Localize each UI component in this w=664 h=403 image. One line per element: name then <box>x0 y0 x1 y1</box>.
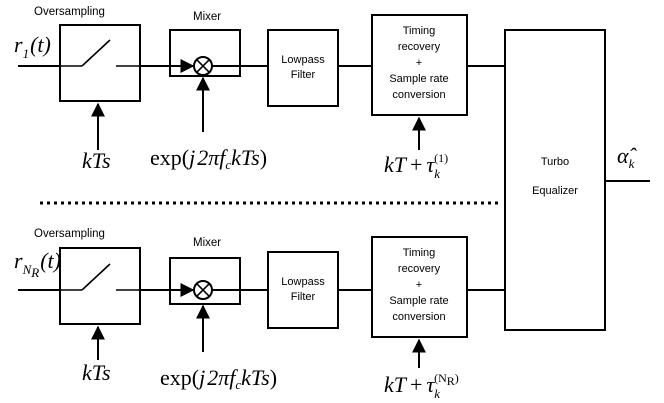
upper-timing-block <box>371 14 468 116</box>
upper-timing-line3: + <box>416 57 422 69</box>
lower-timing-block <box>371 236 468 338</box>
output-symbol-label: α̂k <box>617 143 638 171</box>
upper-multiplier-icon <box>193 56 213 76</box>
upper-branch: r1(t) Oversampling kTs Mixer exp(j2πfckT… <box>14 6 505 181</box>
lower-mixer-input-expr: exp(j2πfckTs) <box>160 365 277 392</box>
upper-sampling-clock: kTs <box>82 148 111 173</box>
lower-input-label: rNR(t) <box>14 248 61 280</box>
upper-timing-line5: conversion <box>392 89 445 101</box>
upper-oversampling-label: Oversampling <box>34 6 105 18</box>
lower-lowpass-line1: Lowpass <box>281 276 325 288</box>
turbo-equalizer: Turbo Equalizer α̂k <box>504 29 650 331</box>
upper-switch-icon <box>60 39 140 67</box>
upper-timing-line2: recovery <box>398 41 441 53</box>
upper-lowpass-block <box>267 29 339 107</box>
upper-timing-input-expr: kT+τk(1) <box>384 151 448 181</box>
upper-mixer-input-expr: exp(j2πfckTs) <box>150 145 267 172</box>
lower-timing-line2: recovery <box>398 263 441 275</box>
turbo-equalizer-block <box>504 29 606 331</box>
lower-mixer-label: Mixer <box>193 237 221 249</box>
lower-oversampling-label: Oversampling <box>34 228 105 240</box>
lower-oversampling-block <box>59 247 141 325</box>
upper-timing-line1: Timing <box>403 25 436 37</box>
lower-lowpass-line2: Filter <box>291 291 316 303</box>
lower-timing-line4: Sample rate <box>389 295 448 307</box>
upper-lowpass-line2: Filter <box>291 69 316 81</box>
upper-timing-line4: Sample rate <box>389 73 448 85</box>
lower-timing-line1: Timing <box>403 247 436 259</box>
upper-lowpass-line1: Lowpass <box>281 54 325 66</box>
upper-mixer-label: Mixer <box>193 11 221 23</box>
lower-timing-input-expr: kT+τk(NR) <box>384 371 459 401</box>
lower-timing-line5: conversion <box>392 311 445 323</box>
upper-oversampling-block <box>59 24 141 102</box>
upper-input-label: r1(t) <box>14 32 51 61</box>
lower-timing-line3: + <box>416 279 422 291</box>
equalizer-line1: Turbo <box>541 156 569 168</box>
lower-multiplier-icon <box>193 280 213 300</box>
equalizer-line2: Equalizer <box>532 185 578 197</box>
lower-branch: rNR(t) Oversampling kTs Mixer exp(j2πfck… <box>14 228 505 401</box>
lower-switch-icon <box>60 263 140 291</box>
lower-sampling-clock: kTs <box>82 360 111 385</box>
lower-lowpass-block <box>267 251 339 329</box>
